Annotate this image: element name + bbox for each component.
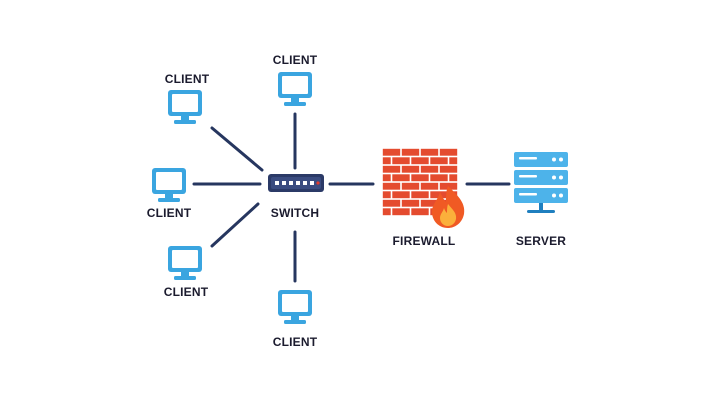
brick: [382, 148, 401, 156]
connections: [192, 112, 511, 283]
flame-icon: [432, 186, 465, 228]
brick: [449, 174, 458, 182]
firewall-icon: [382, 148, 465, 228]
monitor-icon: [278, 72, 312, 106]
brick-wall: [382, 148, 458, 216]
switch-node[interactable]: [268, 174, 324, 192]
brick: [420, 199, 439, 207]
brick: [401, 199, 420, 207]
brick: [382, 191, 391, 199]
network-switch-icon: [268, 174, 324, 192]
brick: [392, 174, 410, 182]
brick: [420, 182, 439, 190]
monitor-icon: [168, 246, 202, 280]
brick: [430, 157, 448, 165]
server-rack-icon: [514, 152, 568, 213]
brick: [411, 157, 429, 165]
brick: [382, 174, 391, 182]
brick: [392, 208, 410, 216]
brick: [430, 191, 448, 199]
brick: [411, 174, 429, 182]
brick: [382, 182, 401, 190]
monitor-icon: [168, 90, 202, 124]
client-bottom-node[interactable]: [278, 290, 312, 324]
server-node[interactable]: [514, 152, 568, 213]
client-bottom-left-node[interactable]: [168, 246, 202, 280]
client-top-label: CLIENT: [272, 53, 318, 67]
brick: [392, 191, 410, 199]
server-label: SERVER: [515, 234, 567, 248]
brick: [382, 157, 391, 165]
brick: [401, 182, 420, 190]
switch-label: SWITCH: [270, 206, 320, 220]
brick: [439, 182, 458, 190]
monitor-icon: [152, 168, 186, 202]
brick: [420, 165, 439, 173]
firewall-node[interactable]: [382, 148, 465, 228]
link-client-bottom-left-switch: [210, 202, 260, 248]
brick: [420, 148, 439, 156]
brick: [382, 199, 401, 207]
monitor-icon: [278, 290, 312, 324]
brick: [382, 165, 401, 173]
client-top-left-node[interactable]: [168, 90, 202, 124]
client-left-label: CLIENT: [146, 206, 192, 220]
brick: [401, 148, 420, 156]
brick: [411, 191, 429, 199]
client-left-node[interactable]: [152, 168, 186, 202]
brick: [449, 157, 458, 165]
brick: [439, 165, 458, 173]
brick: [401, 165, 420, 173]
brick: [439, 148, 458, 156]
client-top-left-label: CLIENT: [164, 72, 210, 86]
firewall-label: FIREWALL: [392, 234, 456, 248]
brick: [382, 208, 391, 216]
client-bottom-left-label: CLIENT: [163, 285, 209, 299]
link-client-top-left-switch: [210, 126, 264, 172]
client-bottom-label: CLIENT: [272, 335, 318, 349]
client-top-node[interactable]: [278, 72, 312, 106]
brick: [430, 174, 448, 182]
brick: [411, 208, 429, 216]
brick: [392, 157, 410, 165]
